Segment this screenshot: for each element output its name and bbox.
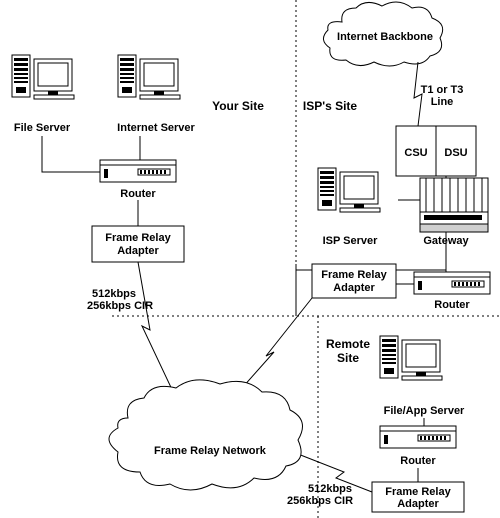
internet-backbone-cloud <box>323 1 444 67</box>
csu-label: CSU <box>404 147 427 159</box>
file-app-server-icon <box>379 335 443 381</box>
t1-t3-label-line2: Line <box>431 96 454 108</box>
frame-relay-adapter-remote <box>371 481 465 513</box>
file-app-server-label: File/App Server <box>384 405 465 417</box>
remote-speed-label-line2: 256kbps CIR <box>287 495 353 507</box>
gateway-icon <box>419 177 489 233</box>
your-site-label: Your Site <box>212 99 264 113</box>
isp-site-label: ISP's Site <box>303 99 358 113</box>
router-your-site-icon <box>99 159 177 183</box>
dsu-box <box>435 125 477 177</box>
file-server-icon <box>11 54 75 100</box>
fra-isp-label-line2: Adapter <box>333 282 375 294</box>
isp-server-icon <box>317 167 381 213</box>
your-frame-relay-link <box>137 261 177 399</box>
router-remote-icon <box>379 425 457 449</box>
frame-relay-adapter-isp <box>311 263 397 299</box>
frame-relay-network-label: Frame Relay Network <box>154 445 267 457</box>
your-speed-label-line1: 512kbps <box>92 288 136 300</box>
router-isp-label: Router <box>434 299 470 311</box>
router-your-site-label: Router <box>120 188 156 200</box>
router-isp-icon <box>413 271 491 295</box>
your-speed-label-line2: 256kbps CIR <box>87 300 153 312</box>
dsu-label: DSU <box>444 147 467 159</box>
frame-relay-network-cloud <box>108 379 303 491</box>
router-remote-label: Router <box>400 455 436 467</box>
file-server-link <box>41 136 100 173</box>
fra-isp-label-line1: Frame Relay <box>321 269 387 281</box>
remote-frame-relay-link <box>297 453 373 493</box>
fra-your-label-line2: Adapter <box>117 245 159 257</box>
isp-frame-relay-link <box>225 297 313 407</box>
internet-server-icon <box>117 54 181 100</box>
remote-speed-label-line1: 512kbps <box>308 483 352 495</box>
internet-server-label: Internet Server <box>117 122 195 134</box>
internet-backbone-label: Internet Backbone <box>337 31 433 43</box>
remote-site-label-line2: Site <box>337 351 359 365</box>
remote-site-label-line1: Remote <box>326 337 370 351</box>
fra-remote-label-line2: Adapter <box>397 498 439 510</box>
t1-t3-link <box>413 61 423 127</box>
t1-t3-label-line1: T1 or T3 <box>421 84 464 96</box>
isp-server-label: ISP Server <box>323 235 379 247</box>
fra-your-label-line1: Frame Relay <box>105 232 171 244</box>
file-server-label: File Server <box>14 122 71 134</box>
fra-remote-label-line1: Frame Relay <box>385 486 451 498</box>
